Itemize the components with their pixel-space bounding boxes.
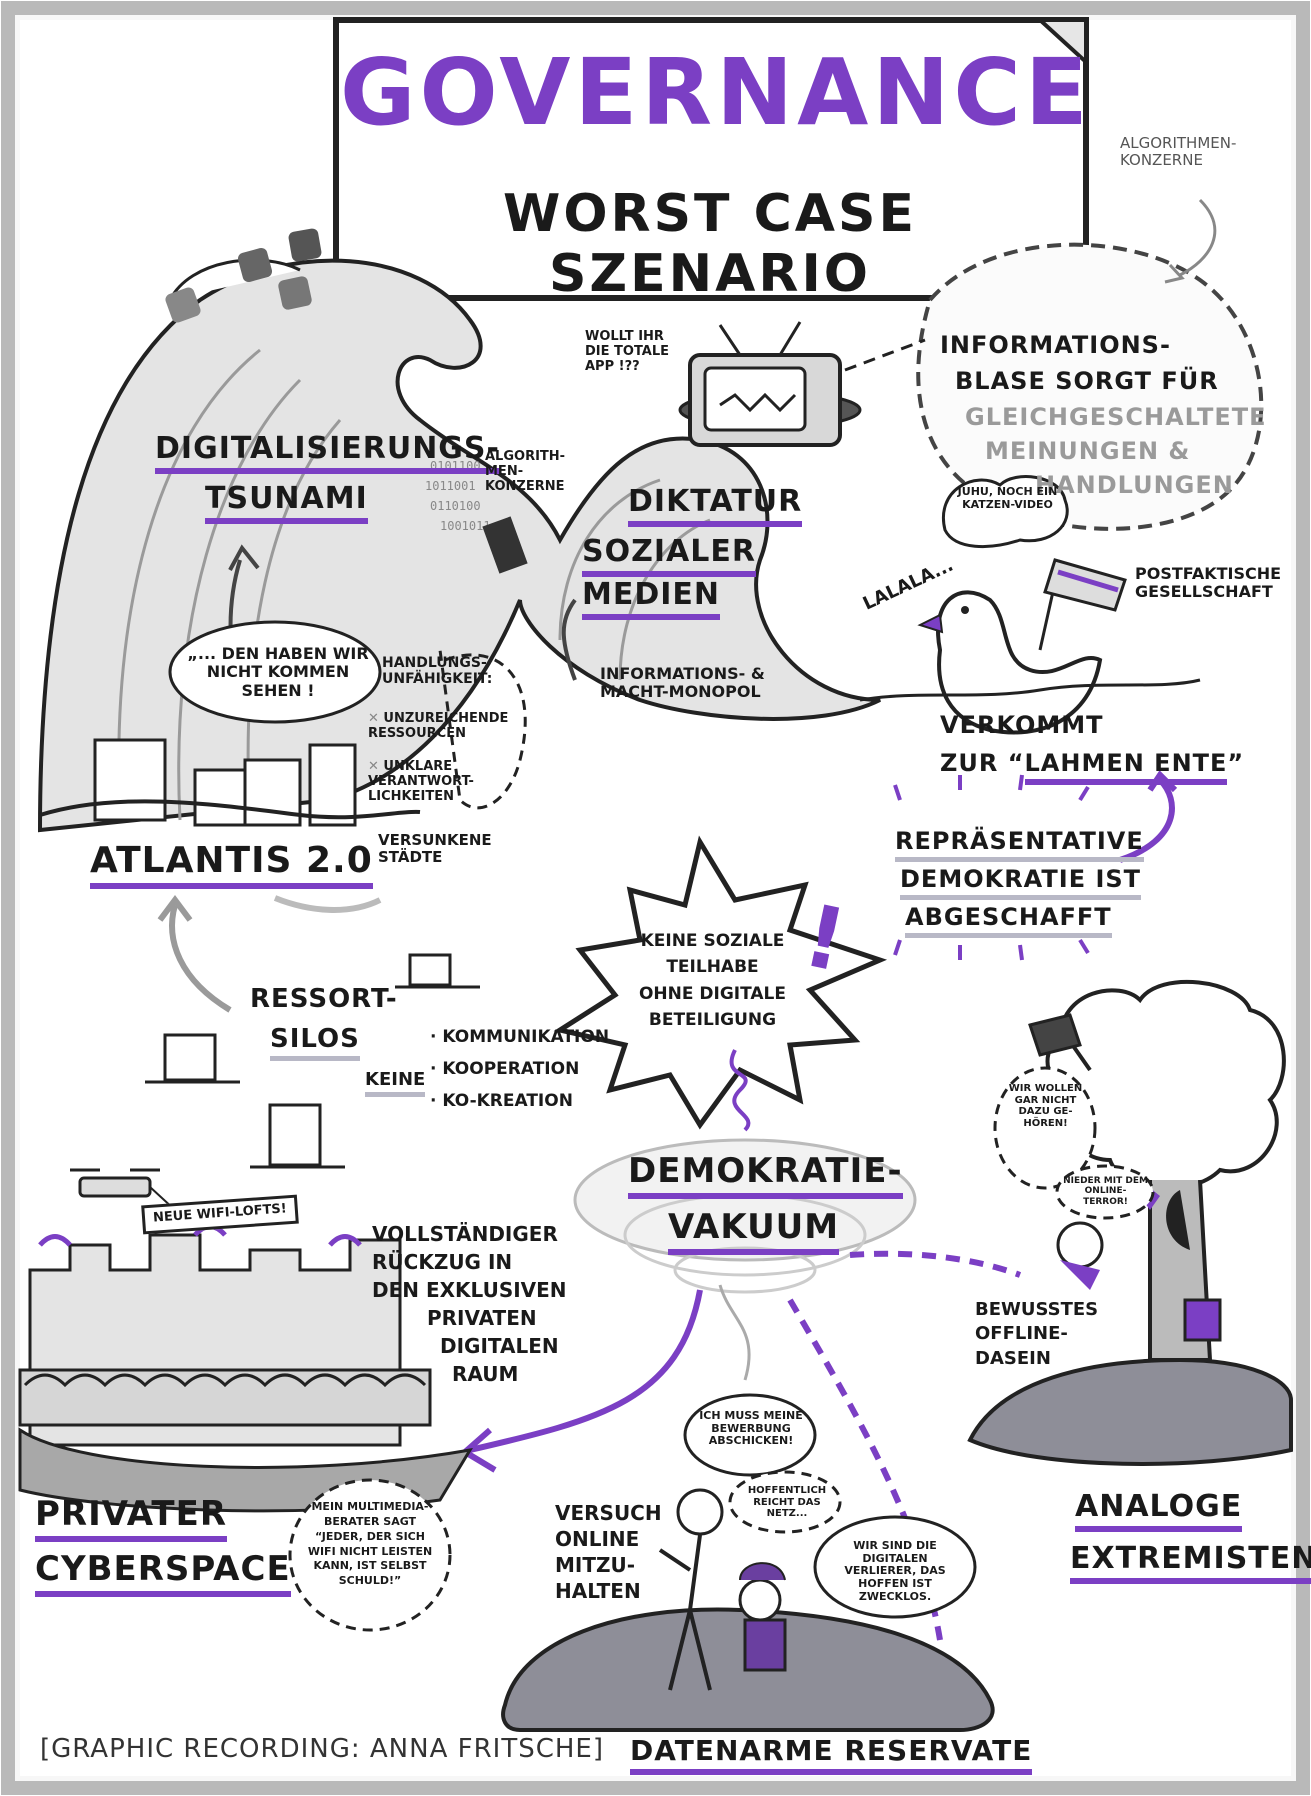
diktatur-line2: SOZIALER bbox=[582, 534, 756, 577]
staat-line1: VERKOMMT bbox=[940, 711, 1104, 739]
try-online-text: VERSUCH ONLINE MITZU- HALTEN bbox=[555, 1501, 662, 1603]
silos-line2: SILOS bbox=[270, 1024, 360, 1061]
duck-icon bbox=[917, 475, 1127, 735]
repr-line2: DEMOKRATIE IST bbox=[900, 865, 1142, 900]
silos-line1: RESSORT- bbox=[250, 984, 398, 1014]
inability-item-2: ✕ UNKLARE VERANTWORT-LICHKEITEN bbox=[368, 759, 474, 804]
silo-buildings bbox=[145, 953, 480, 1169]
social-media-icons bbox=[165, 228, 322, 323]
monopoly-label: INFORMATIONS- & MACHT-MONOPOL bbox=[600, 664, 765, 702]
tsunami-title-line1: DIGITALISIERUNGS- bbox=[155, 431, 500, 474]
reservate-title: DATENARME RESERVATE bbox=[630, 1734, 1033, 1775]
silos-item-2: · KOOPERATION bbox=[430, 1059, 580, 1079]
speech-bubbles bbox=[168, 620, 1155, 1632]
diktatur-line1: DIKTATUR bbox=[628, 484, 803, 527]
bubble-line3: GLEICHGESCHALTETE bbox=[965, 403, 1267, 431]
binary-code-stream: 0101100 1011001 0110100 1001011 bbox=[425, 459, 491, 533]
teilhabe-text: KEINE SOZIALE TEILHABE OHNE DIGITALE BET… bbox=[638, 931, 787, 1031]
starburst-shape bbox=[553, 835, 888, 1130]
tv-speech: WOLLT IHR DIE TOTALE APP !?? bbox=[585, 329, 670, 374]
speech-application: ICH MUSS MEINE BEWERBUNG ABSCHICKEN! bbox=[699, 1409, 803, 1448]
repr-line1: REPRÄSENTATIVE bbox=[895, 827, 1144, 862]
speech-not-belong: WIR WOLLEN GAR NICHT DAZU GE-HÖREN! bbox=[1008, 1083, 1083, 1129]
silos-keine: KEINE bbox=[365, 1069, 426, 1097]
extremists-island bbox=[967, 979, 1293, 1466]
postfaktisch-label: POSTFAKTISCHE GESELLSCHAFT bbox=[1135, 564, 1282, 602]
bubble-line2: BLASE SORGT FÜR bbox=[955, 367, 1219, 395]
offline-text: BEWUSSTES OFFLINE- DASEIN bbox=[975, 1299, 1099, 1369]
silos-item-1: · KOMMUNIKATION bbox=[430, 1027, 610, 1047]
inability-label: HANDLUNGS-UNFÄHIGKEIT: bbox=[382, 655, 493, 688]
speech-hope-net: HOFFENTLICH REICHT DAS NETZ... bbox=[747, 1485, 827, 1519]
bubble-line1: INFORMATIONS- bbox=[940, 331, 1171, 359]
title-main: GOVERNANCE bbox=[340, 39, 1092, 146]
title-sub: WORST CASE SZENARIO bbox=[502, 184, 917, 304]
tsunami-title-line2: TSUNAMI bbox=[205, 481, 368, 524]
svg-text:0110100: 0110100 bbox=[430, 499, 481, 513]
extremisten-title-line1: ANALOGE bbox=[1075, 1489, 1243, 1532]
advisor-quote: MEIN MULTIMEDIA-BERATER SAGT “JEDER, DER… bbox=[307, 1500, 433, 1588]
svg-text:1011001: 1011001 bbox=[425, 479, 476, 493]
vakuum-line1: DEMOKRATIE- bbox=[628, 1151, 903, 1199]
cyberspace-title-line1: PRIVATER bbox=[35, 1494, 228, 1542]
atlantis-sub: VERSUNKENE STÄDTE bbox=[378, 831, 492, 867]
silos-item-3: · KO-KREATION bbox=[430, 1091, 573, 1111]
speech-down-with-terror: NIEDER MIT DEM ONLINE-TERROR! bbox=[1063, 1176, 1148, 1207]
inability-item-1: ✕ UNZUREICHENDE RESSOURCEN bbox=[368, 711, 509, 741]
svg-text:0101100: 0101100 bbox=[430, 459, 481, 473]
reservat-island bbox=[501, 1488, 995, 1732]
title-box bbox=[333, 17, 1089, 301]
staat-line2: ZUR “LAHMEN ENTE” bbox=[940, 749, 1244, 785]
vortex-icon bbox=[573, 1049, 917, 1381]
bubble-line4: MEINUNGEN & bbox=[985, 437, 1191, 465]
drone-icon bbox=[70, 1168, 176, 1211]
repr-line3: ABGESCHAFFT bbox=[905, 903, 1112, 938]
svg-text:1001011: 1001011 bbox=[440, 519, 491, 533]
vakuum-line2: VAKUUM bbox=[668, 1207, 840, 1255]
algo-concerns-label: ALGORITH-MEN-KONZERNE bbox=[485, 449, 566, 494]
smartphone-icon bbox=[482, 516, 528, 574]
extremisten-title-line2: EXTREMISTEN bbox=[1070, 1541, 1311, 1584]
cyberspace-title-line2: CYBERSPACE bbox=[35, 1549, 291, 1597]
bubble-line5: HANDLUNGEN bbox=[1035, 471, 1234, 499]
information-bubble bbox=[844, 198, 1264, 531]
tv-monster-icon bbox=[678, 321, 862, 447]
rays bbox=[893, 774, 1090, 961]
credit-line: [GRAPHIC RECORDING: ANNA FRITSCHE] bbox=[40, 1734, 604, 1764]
atlantis-title: ATLANTIS 2.0 bbox=[90, 840, 373, 889]
algorithm-corps-label: ALGORITHMEN-KONZERNE bbox=[1120, 134, 1237, 170]
duck-thought: JUHU, NOCH EIN KATZEN-VIDEO bbox=[957, 485, 1058, 511]
quote-not-seen: „... DEN HABEN WIR NICHT KOMMEN SEHEN ! bbox=[187, 644, 369, 700]
diktatur-line3: MEDIEN bbox=[582, 577, 721, 620]
sunken-city-icon bbox=[39, 738, 421, 827]
speech-losers: WIR SIND DIE DIGITALEN VERLIERER, DAS HO… bbox=[844, 1539, 946, 1603]
retreat-text: VOLLSTÄNDIGER RÜCKZUG IN DEN EXKLUSIVEN … bbox=[372, 1222, 567, 1386]
water-line bbox=[859, 678, 1201, 702]
